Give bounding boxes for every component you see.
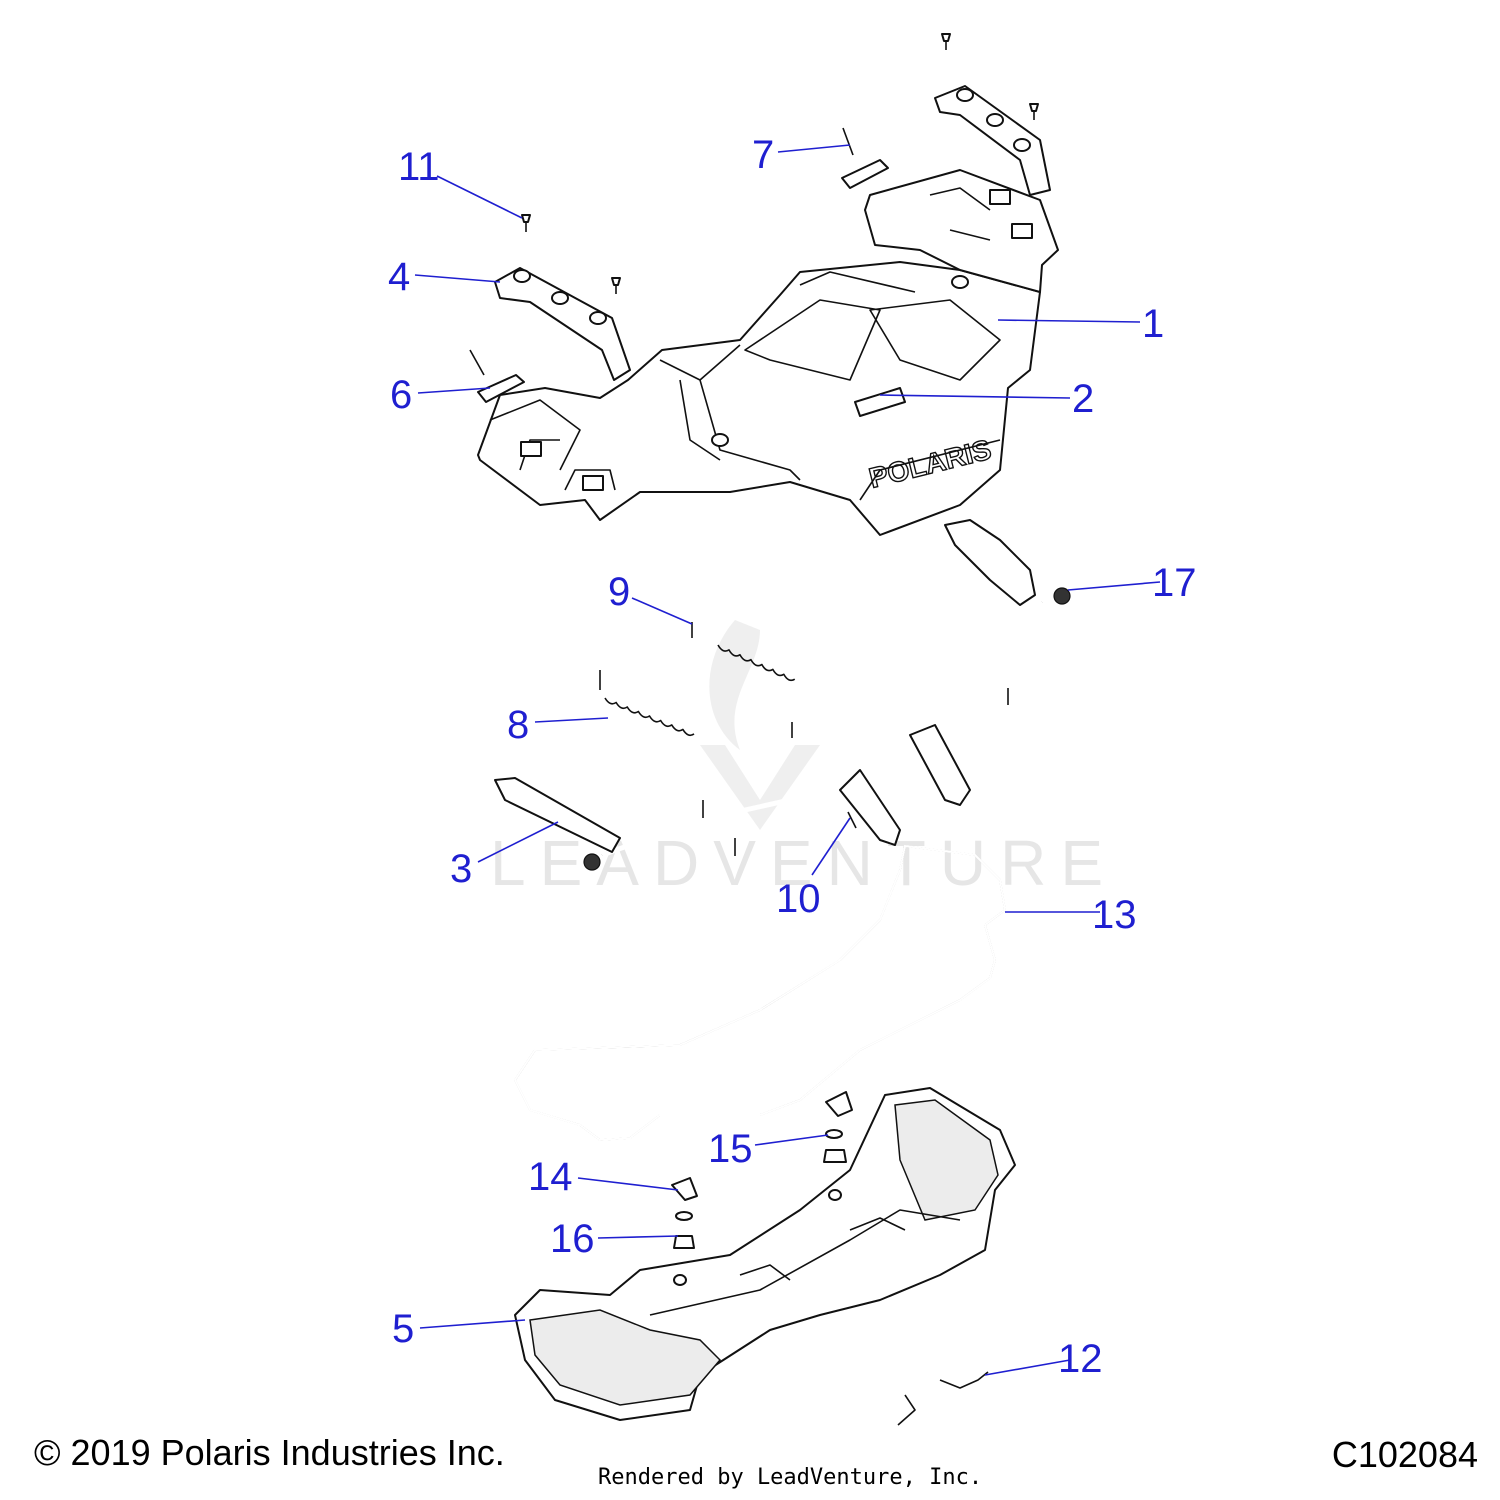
callout-3: 3 bbox=[450, 847, 472, 891]
part-clips bbox=[897, 1371, 989, 1426]
callout-7: 7 bbox=[752, 133, 774, 177]
callout-11: 11 bbox=[398, 145, 440, 189]
part-rear-panel bbox=[864, 169, 1059, 293]
callout-9: 9 bbox=[608, 570, 630, 614]
part-bracket-right bbox=[934, 85, 1051, 196]
callout-2: 2 bbox=[1072, 377, 1094, 421]
callout-6: 6 bbox=[390, 373, 412, 417]
callout-15: 15 bbox=[708, 1127, 753, 1171]
copyright-text: © 2019 Polaris Industries Inc. bbox=[34, 1432, 505, 1473]
watermark: LEADVENTURE bbox=[490, 620, 1103, 899]
callout-4: 4 bbox=[388, 255, 410, 299]
part-storage-tub bbox=[514, 1087, 1016, 1421]
callout-13: 13 bbox=[1092, 893, 1137, 937]
screw-group bbox=[521, 33, 1039, 294]
part-latch-left bbox=[469, 349, 525, 403]
callout-14: 14 bbox=[528, 1155, 573, 1199]
part-hook-14 bbox=[671, 1177, 698, 1249]
part-springs bbox=[599, 622, 1009, 856]
callout-17: 17 bbox=[1152, 561, 1197, 605]
part-frame-rail bbox=[494, 519, 1071, 871]
leader-lines bbox=[414, 144, 1161, 1376]
callout-10: 10 bbox=[776, 877, 821, 921]
callouts: 1 2 3 4 5 6 7 8 9 10 11 12 13 14 15 16 1… bbox=[388, 133, 1197, 1381]
part-seal-loop bbox=[513, 844, 1007, 1142]
part-latch-right bbox=[841, 127, 889, 189]
part-hook-15 bbox=[823, 1091, 853, 1163]
callout-1: 1 bbox=[1142, 302, 1164, 346]
diagram-code: C102084 bbox=[1331, 1434, 1478, 1475]
callout-16: 16 bbox=[550, 1217, 595, 1261]
part-bracket-left bbox=[494, 267, 631, 381]
callout-8: 8 bbox=[507, 703, 529, 747]
callout-5: 5 bbox=[392, 1307, 414, 1351]
callout-12: 12 bbox=[1058, 1337, 1103, 1381]
rendered-by-text: Rendered by LeadVenture, Inc. bbox=[598, 1465, 983, 1490]
part-seat-cover: POLARIS bbox=[477, 261, 1041, 536]
